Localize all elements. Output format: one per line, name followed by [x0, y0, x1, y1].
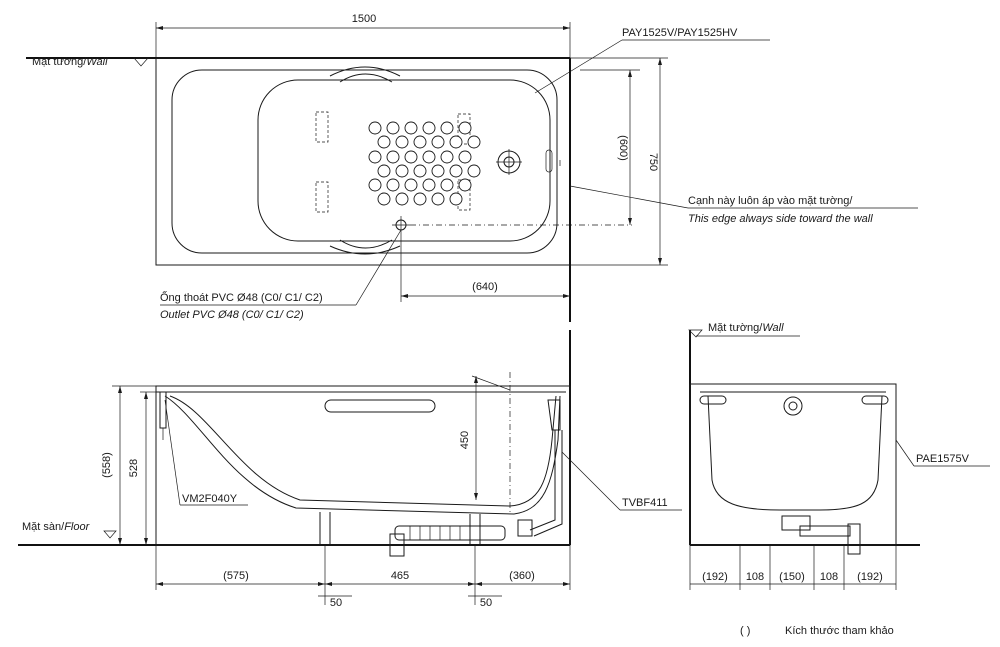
panel-label: PAE1575V	[916, 453, 970, 465]
wall-marker-icon	[133, 57, 149, 67]
inner-depth-450: 450	[459, 431, 471, 449]
grip-pad	[315, 181, 329, 213]
floor-label: Mặt sàn/Floor	[22, 521, 91, 533]
drain-trap-assembly	[389, 399, 563, 557]
outlet-note-vi: Ống thoát PVC Ø48 (C0/ C1/ C2)	[160, 290, 323, 304]
end-view: Mặt tường/Wall PAE1575V (192) 108 (150) …	[688, 322, 990, 590]
side-tub-outline	[155, 385, 571, 546]
wall-marker-icon	[688, 329, 703, 338]
side-view: Mặt sàn/Floor	[18, 330, 682, 609]
tub-rim	[171, 69, 558, 254]
end-tub-basin	[707, 395, 883, 511]
edge-note-en: This edge always side toward the wall	[688, 213, 873, 225]
dim-leg-right: 50	[480, 597, 492, 609]
dim-mid: 465	[391, 570, 409, 582]
outlet-note-en: Outlet PVC Ø48 (C0/ C1/ C2)	[160, 309, 304, 321]
end-dim-3: 108	[820, 571, 838, 583]
tub-outline	[155, 57, 571, 266]
footnote-text: Kích thước tham khảo	[785, 625, 894, 637]
footnote: ( ) Kích thước tham khảo	[740, 625, 894, 637]
width-dimension: 1500	[352, 13, 376, 25]
end-dim-0: (192)	[702, 571, 728, 583]
footnote-bracket: ( )	[740, 625, 750, 637]
grip-pad	[315, 111, 329, 143]
end-dim-1: 108	[746, 571, 764, 583]
dim-right: (360)	[509, 570, 535, 582]
end-tub-outline	[689, 383, 897, 546]
dim-leg-left: 50	[330, 597, 342, 609]
rim-height-dimension: 528	[128, 459, 140, 477]
end-dim-4: (192)	[857, 571, 883, 583]
end-overflow-icon	[783, 396, 803, 416]
total-height-dimension: (558)	[101, 452, 113, 478]
end-wall-label: Mặt tường/Wall	[708, 322, 784, 334]
model-label: PAY1525V/PAY1525HV	[622, 27, 738, 39]
end-dim-2: (150)	[779, 571, 805, 583]
top-view: 1500 Mặt tường/Wall	[26, 13, 918, 322]
anti-slip-dots	[368, 121, 481, 206]
drain-label: TVBF411	[622, 497, 668, 509]
leg-label: VM2F040Y	[182, 493, 238, 505]
side-tub-basin	[169, 395, 557, 507]
dim-left: (575)	[223, 570, 249, 582]
wall-label: Mặt tường/Wall	[32, 56, 108, 68]
handle-slot	[324, 399, 436, 413]
tub-basin	[257, 79, 551, 242]
headrest-top	[329, 66, 401, 77]
drain-offset-dimension: (640)	[472, 281, 498, 293]
edge-note-vi: Cạnh này luôn áp vào mặt tường/	[688, 195, 853, 207]
headrest-bottom	[329, 245, 401, 255]
inner-depth-dimension: (600)	[617, 135, 629, 161]
depth-dimension: 750	[647, 153, 659, 171]
